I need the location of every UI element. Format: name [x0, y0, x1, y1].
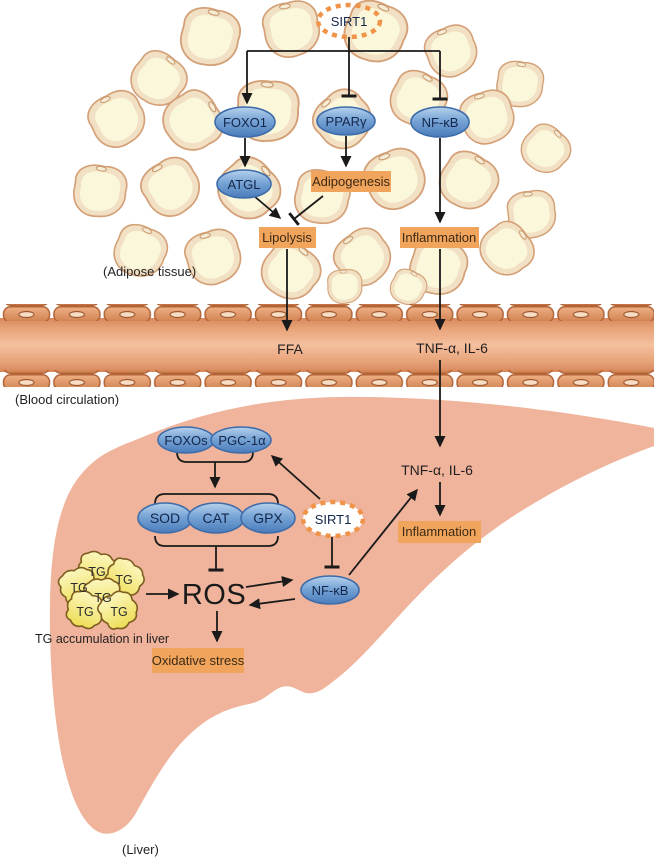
ffa-label: FFA	[277, 341, 303, 357]
cytokines-liver-label: TNF-α, IL-6	[401, 462, 473, 478]
arrow-ros-to-nfkb	[245, 576, 294, 588]
blood-vessel	[0, 304, 654, 387]
adipocyte-cell	[69, 160, 131, 222]
nfkb-liver-node	[300, 575, 360, 605]
pgc1a-label: PGC-1α	[218, 433, 266, 448]
adipocyte-cell	[334, 0, 416, 73]
sirt1-liver-node	[300, 499, 366, 539]
gpx-node	[240, 502, 296, 534]
adipocyte-cell	[327, 269, 363, 305]
nfkb-liver-label: NF-κB	[312, 583, 349, 598]
oxidative-stress-label: Oxidative stress	[152, 653, 245, 668]
adipocyte-cell	[133, 149, 210, 226]
pgc1a-node	[210, 426, 272, 454]
oxidative-stress-box	[152, 648, 244, 673]
inflammation-adipose-label: Inflammation	[402, 230, 476, 245]
liver-section-label: (Liver)	[122, 842, 159, 857]
inflammation-liver-box	[398, 521, 481, 543]
foxo1-label: FOXO1	[223, 115, 267, 130]
blood-section-label: (Blood circulation)	[15, 392, 119, 407]
sod-label: SOD	[150, 510, 180, 526]
bracket-antioxidants-top	[154, 493, 279, 505]
adipocyte-cell	[180, 224, 247, 291]
lipolysis-box	[259, 227, 316, 248]
tg-label: TG	[76, 605, 93, 619]
adipose-pathway-arrows	[239, 37, 448, 332]
sirt1-adipose-node	[315, 2, 383, 40]
sirt1-liver-label: SIRT1	[315, 512, 352, 527]
sirt1-adipose-label: SIRT1	[331, 14, 368, 29]
ros-label: ROS	[182, 579, 246, 611]
inflammation-adipose-box	[400, 227, 479, 248]
adipogenesis-label: Adipogenesis	[312, 174, 391, 189]
pparg-label: PPARγ	[326, 114, 367, 129]
arrow-nfkb-to-cytokines	[348, 488, 418, 576]
tg-label: TG	[88, 565, 105, 579]
tg-label: TG	[70, 581, 87, 595]
arrow-sirt1-to-foxos-pgc	[270, 454, 321, 500]
foxos-label: FOXOs	[164, 433, 208, 448]
liver-shape	[49, 396, 654, 834]
liver-nodes: FOXOs PGC-1α SOD CAT GPX SIRT1 Inflammat…	[137, 426, 481, 673]
inflammation-liver-label: Inflammation	[402, 524, 476, 539]
foxo1-node	[214, 106, 276, 138]
arrow-atgl-to-lipolysis	[253, 195, 282, 219]
tg-caption: TG accumulation in liver	[35, 632, 169, 646]
tg-label: TG	[110, 605, 127, 619]
tg-label: TG	[94, 591, 111, 605]
cat-label: CAT	[203, 510, 230, 526]
atgl-label: ATGL	[228, 177, 261, 192]
nfkb-adipose-label: NF-κB	[422, 115, 459, 130]
lipolysis-label: Lipolysis	[262, 230, 312, 245]
tg-label: TG	[115, 573, 132, 587]
vessel-endothelium-bottom	[0, 370, 654, 387]
vessel-lumen	[0, 318, 654, 372]
adipogenesis-box	[311, 171, 391, 192]
adipose-nodes: SIRT1 FOXO1 PPARγ NF-κB ATGL Adipogenesi…	[103, 2, 479, 279]
vessel-contents: FFA TNF-α, IL-6 (Blood circulation)	[15, 340, 488, 448]
adipose-section-label: (Adipose tissue)	[103, 264, 196, 279]
atgl-node	[216, 169, 272, 199]
inhibit-adipogenesis-to-lipolysis	[288, 195, 324, 226]
arrow-nfkb-to-ros	[248, 598, 296, 610]
liver-pathway-arrows: TNF-α, IL-6	[146, 451, 473, 643]
adipocyte-cell	[429, 142, 508, 221]
cytokines-vessel-label: TNF-α, IL-6	[416, 340, 488, 356]
nfkb-adipose-node	[410, 106, 470, 138]
adipocyte-cell	[174, 1, 246, 73]
adipocyte-cell	[512, 116, 579, 183]
tg-cluster: TG TG TG TG TG TG TG accumulation in liv…	[35, 548, 169, 646]
pparg-node	[316, 106, 376, 136]
gpx-label: GPX	[253, 510, 283, 526]
vessel-endothelium-top	[0, 304, 654, 321]
